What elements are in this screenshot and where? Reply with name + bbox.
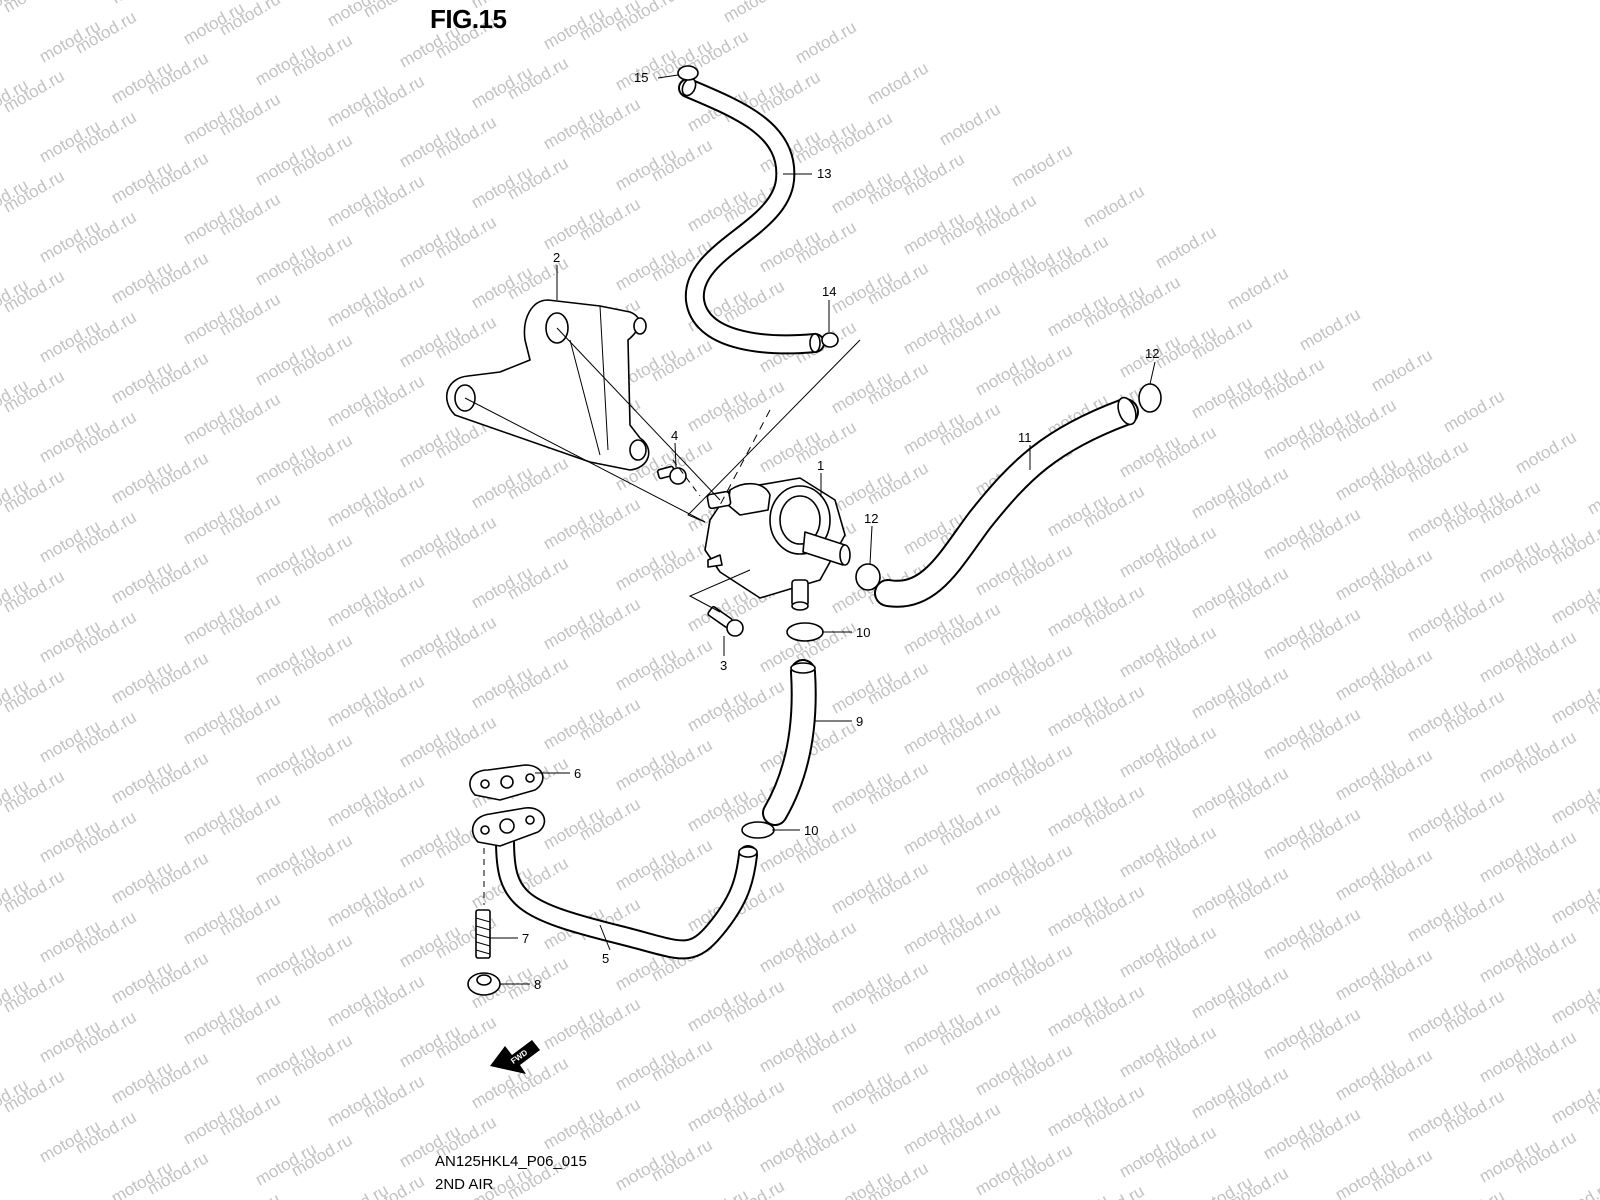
callout-5: 5 [602, 951, 609, 966]
callout-6: 6 [574, 766, 581, 781]
callout-14: 14 [822, 284, 836, 299]
clamp-14 [821, 332, 839, 348]
short-hose-part [762, 659, 817, 826]
callout-13: 13 [817, 166, 831, 181]
valve-part [704, 477, 851, 611]
clamp-10-lower [741, 821, 775, 839]
bolt-3 [707, 606, 744, 637]
callout-7: 7 [522, 931, 529, 946]
callout-10-upper: 10 [856, 625, 870, 640]
drawing-code: AN125HKL4_P06_015 [435, 1153, 587, 1170]
figure-title: FIG.15 [430, 4, 507, 34]
callout-15: 15 [634, 70, 648, 85]
drawing-name: 2ND AIR [435, 1176, 494, 1193]
callout-12-top: 12 [1145, 346, 1159, 361]
bracket-part [446, 299, 650, 471]
callout-11: 11 [1018, 430, 1032, 445]
clamp-12-top [1138, 383, 1162, 413]
clamp-15 [677, 65, 699, 81]
gasket-6 [469, 764, 544, 801]
callout-8: 8 [534, 977, 541, 992]
callout-12-left: 12 [864, 511, 878, 526]
callout-1: 1 [817, 458, 824, 473]
callout-lines [490, 74, 1156, 985]
pipe-part [471, 807, 758, 960]
callout-3: 3 [720, 658, 727, 673]
leader-lines [464, 327, 861, 905]
fwd-arrow-icon: FWD [490, 1040, 540, 1074]
callout-9: 9 [856, 714, 863, 729]
callout-4: 4 [671, 428, 678, 443]
upper-hose-part [678, 77, 825, 355]
stud-7 [475, 909, 491, 959]
callout-labels: 15 13 2 14 12 11 4 1 12 10 3 9 6 10 7 5 … [522, 70, 1159, 992]
clamp-10-upper [786, 622, 824, 642]
nut-8 [467, 972, 501, 996]
right-hose-part [874, 396, 1139, 608]
callout-2: 2 [553, 250, 560, 265]
bolt-4 [656, 465, 687, 485]
callout-10-lower: 10 [804, 823, 818, 838]
clamp-12-left [855, 563, 881, 591]
